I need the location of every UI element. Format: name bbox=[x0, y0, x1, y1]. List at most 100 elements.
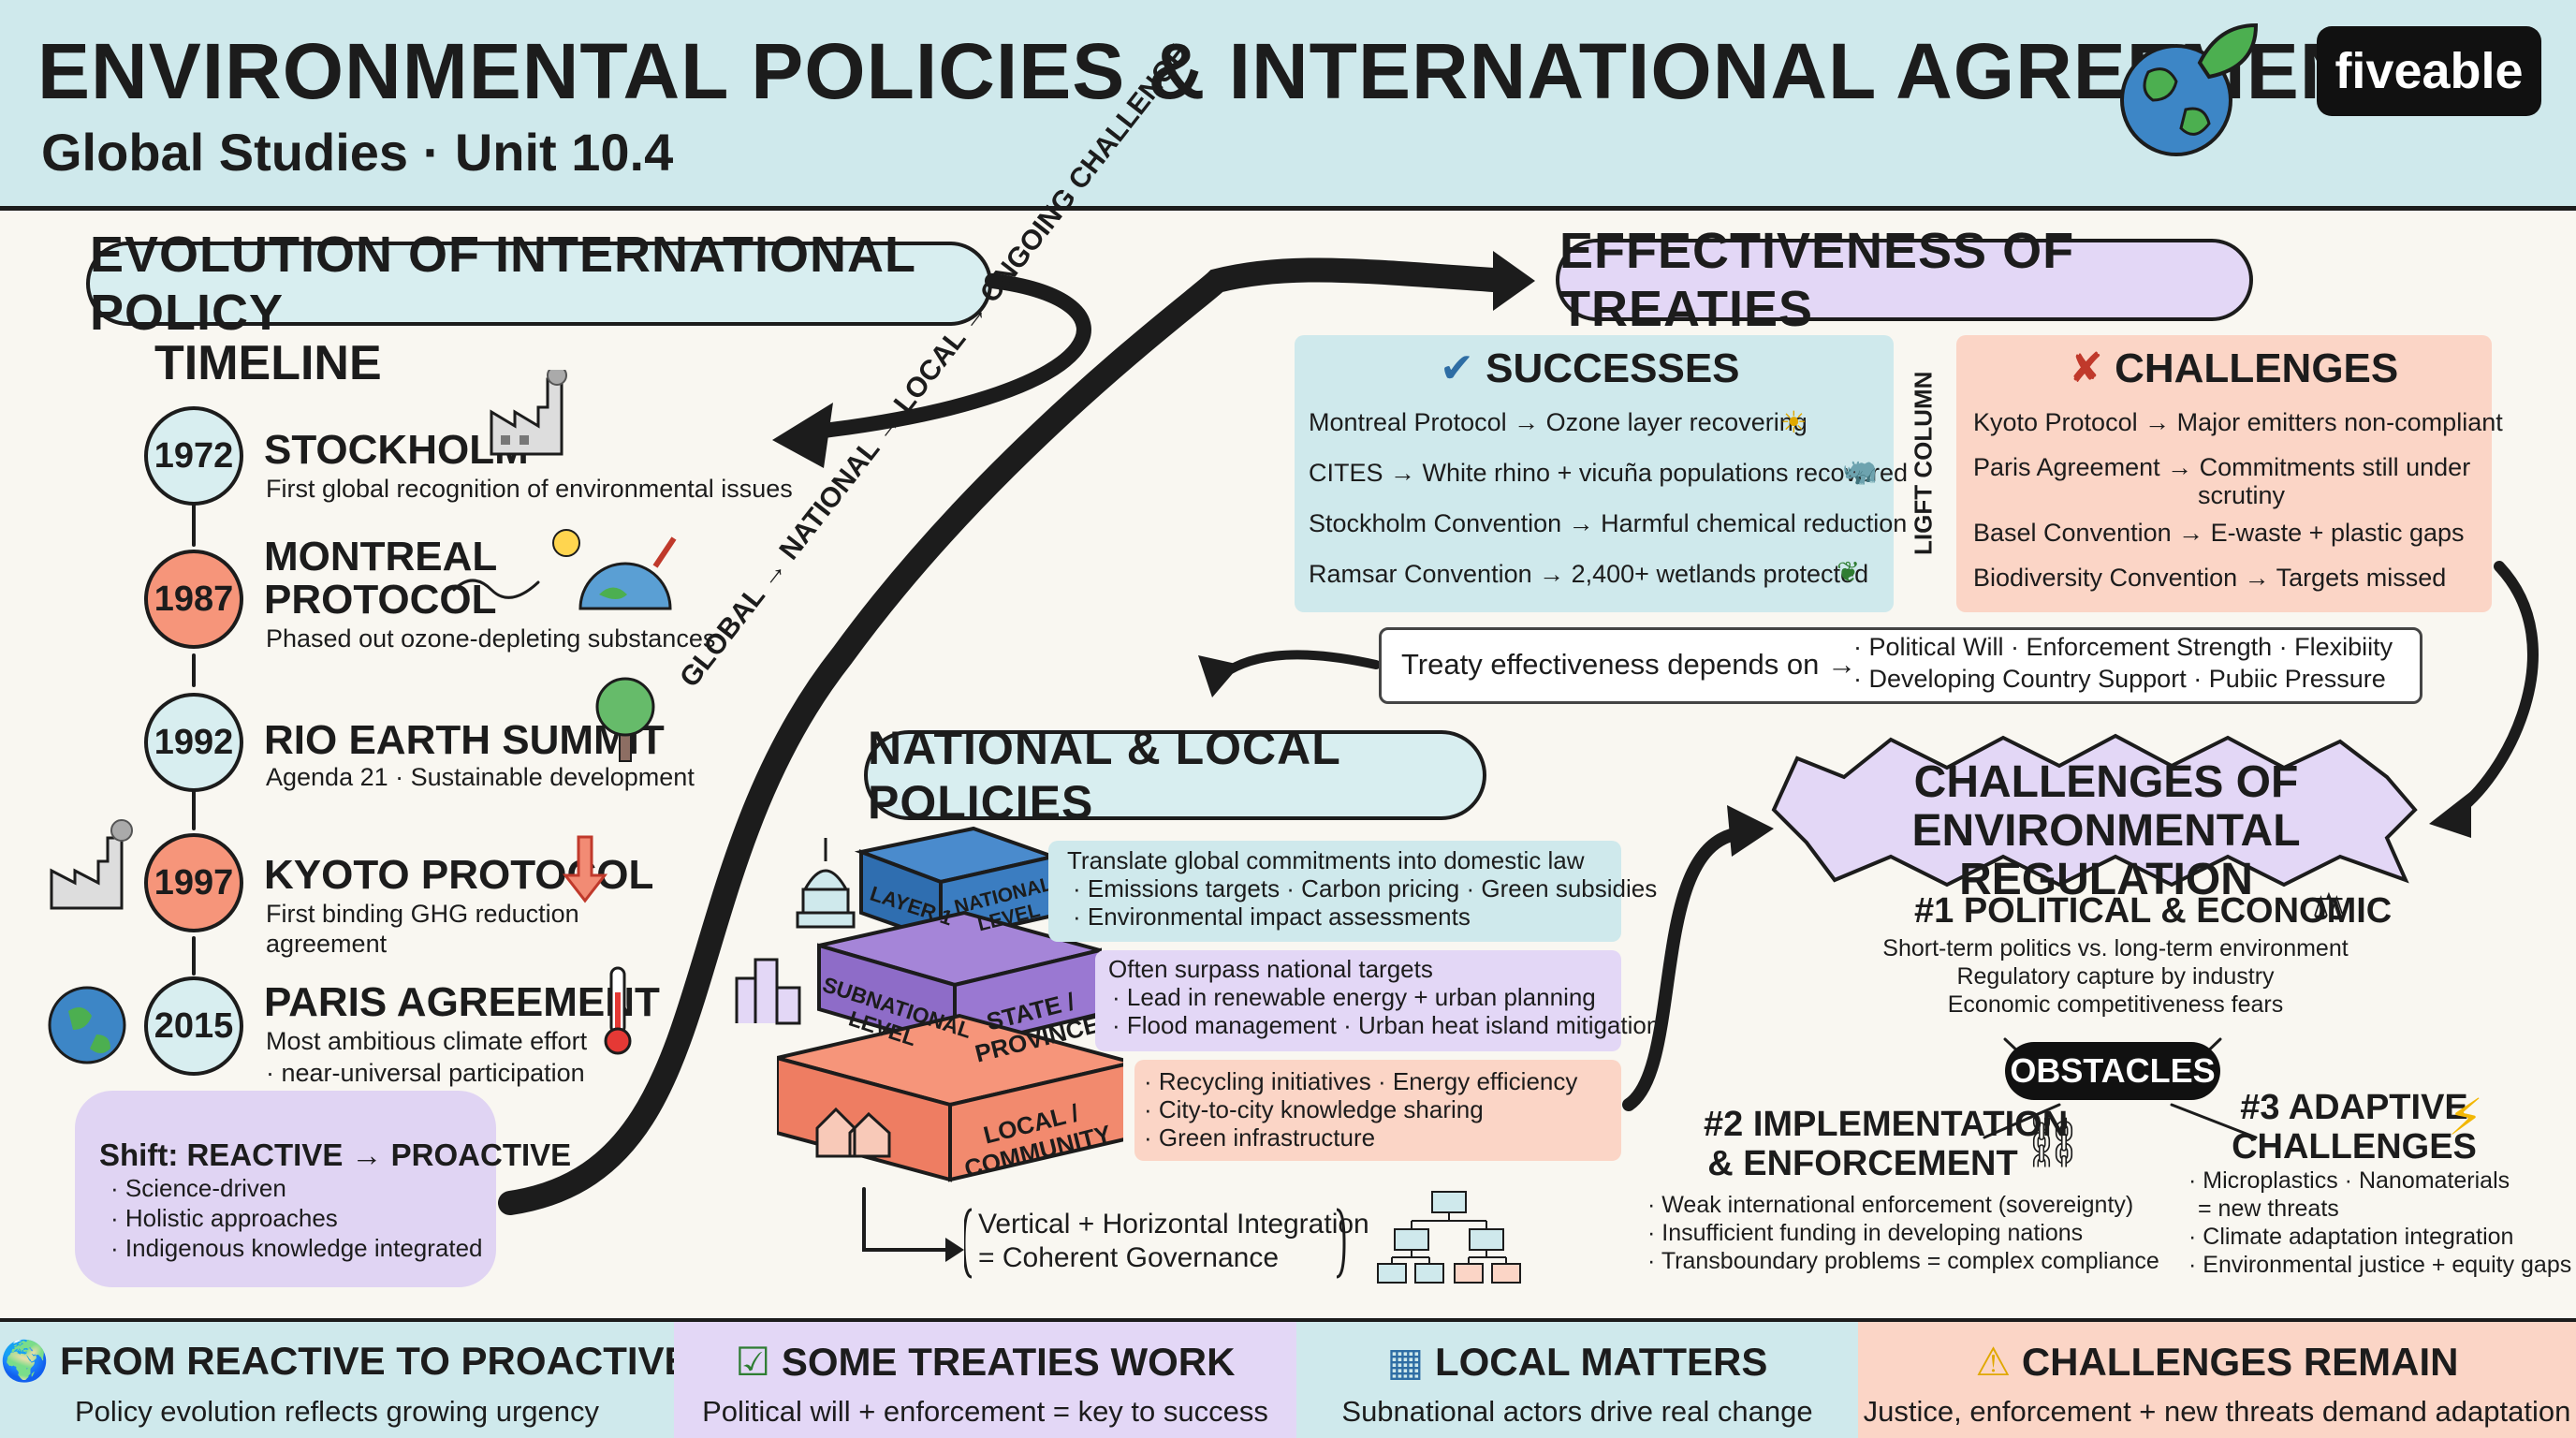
regulation-heading-2: ENVIRONMENTAL REGULATION bbox=[1911, 806, 2301, 904]
tier-local-line: · Recycling initiatives · Energy efficie… bbox=[1144, 1067, 1578, 1095]
year-badge-1997: 1997 bbox=[144, 833, 243, 932]
x-mark-icon: ✘ bbox=[2069, 345, 2103, 391]
success-item: Ramsar Convention → 2,400+ wetlands prot… bbox=[1309, 560, 1869, 588]
challenge-3-title-2: CHALLENGES bbox=[2232, 1127, 2477, 1167]
challenges-box bbox=[1956, 335, 2492, 612]
footer-panel-2: ☑ SOME TREATIES WORK Political will + en… bbox=[674, 1318, 1296, 1438]
challenge-3-item: · Microplastics · Nanomaterials bbox=[2188, 1167, 2510, 1194]
footer-title-3: ▦ LOCAL MATTERS bbox=[1296, 1339, 1858, 1385]
buildings-icon: ▦ bbox=[1386, 1340, 1425, 1384]
sun-icon: ☀ bbox=[1780, 405, 1808, 439]
shift-item: · Science-driven bbox=[110, 1174, 286, 1202]
integration-line-2: = Coherent Governance bbox=[978, 1242, 1280, 1273]
shift-title: Shift: REACTIVE → PROACTIVE bbox=[99, 1137, 572, 1172]
checkmark-icon: ✔ bbox=[1440, 345, 1474, 391]
event-title-paris: PARIS AGREEMENT bbox=[264, 979, 660, 1025]
challenge-1-item: Short-term politics vs. long-term enviro… bbox=[1882, 935, 2349, 961]
successes-title-text: SUCCESSES bbox=[1486, 345, 1740, 391]
check-box-icon: ☑ bbox=[735, 1340, 771, 1384]
challenge-2-item: · Insufficient funding in developing nat… bbox=[1647, 1220, 2084, 1246]
event-desc-paris-1: Most ambitious climate effort bbox=[266, 1027, 588, 1055]
footer-sub-4: Justice, enforcement + new threats deman… bbox=[1863, 1395, 2571, 1428]
tier-national-line: · Emissions targets · Carbon pricing · G… bbox=[1073, 874, 1658, 902]
houses-icon bbox=[815, 1107, 891, 1158]
footer-title-2-text: SOME TREATIES WORK bbox=[781, 1340, 1236, 1384]
factory-icon bbox=[490, 370, 567, 456]
challenge-item: Biodiversity Convention → Targets missed bbox=[1973, 564, 2447, 592]
down-arrow-icon bbox=[562, 835, 608, 903]
footer-panel-1: 🌍 FROM REACTIVE TO PROACTIVE Policy evol… bbox=[0, 1318, 691, 1438]
chain-icon: ⛓ bbox=[2022, 1116, 2085, 1170]
year-badge-2015: 2015 bbox=[144, 976, 243, 1076]
challenge-2-title-2: & ENFORCEMENT bbox=[1707, 1144, 2018, 1183]
globe-icon: 🌍 bbox=[0, 1339, 50, 1383]
ozone-globe-icon bbox=[552, 529, 677, 610]
lightning-icon: ⚡ bbox=[2448, 1090, 2483, 1146]
hierarchy-icon bbox=[1377, 1191, 1521, 1284]
effectiveness-heading: EFFECTIVENESS OF TREATIES bbox=[1556, 223, 2253, 337]
tree-icon bbox=[595, 677, 655, 762]
footer-title-1-text: FROM REACTIVE TO PROACTIVE bbox=[59, 1339, 691, 1383]
successes-box bbox=[1295, 335, 1894, 612]
shift-callout bbox=[75, 1091, 496, 1287]
depends-label: Treaty effectiveness depends on → bbox=[1401, 648, 1856, 681]
year-badge-1992: 1992 bbox=[144, 693, 243, 792]
plant-icon: ❦ bbox=[1837, 557, 1861, 588]
page-subtitle: Global Studies · Unit 10.4 bbox=[41, 123, 674, 182]
regulation-burst bbox=[1771, 733, 2418, 888]
tier-sub-line: · Flood management · Urban heat island m… bbox=[1112, 1011, 1661, 1039]
challenge-2-item: · Weak international enforcement (sovere… bbox=[1647, 1192, 2134, 1218]
challenges-title: ✘ CHALLENGES bbox=[2069, 345, 2398, 392]
regulation-heading-1: CHALLENGES OF bbox=[1913, 757, 2299, 807]
org-chart-icon bbox=[964, 1208, 1346, 1279]
tier-national-line: Translate global commitments into domest… bbox=[1067, 846, 1585, 874]
success-item: Montreal Protocol → Ozone layer recoveri… bbox=[1309, 408, 1808, 436]
tier-sub-line: · Lead in renewable energy + urban plann… bbox=[1112, 983, 1596, 1011]
footer-title-3-text: LOCAL MATTERS bbox=[1434, 1340, 1768, 1384]
event-desc-rio: Agenda 21 · Sustainable development bbox=[266, 763, 695, 791]
footer-title-2: ☑ SOME TREATIES WORK bbox=[674, 1339, 1296, 1385]
footer-panel-4: ⚠ CHALLENGES REMAIN Justice, enforcement… bbox=[1858, 1318, 2576, 1438]
timeline-title: TIMELINE bbox=[154, 336, 382, 390]
footer-title-4-text: CHALLENGES REMAIN bbox=[2021, 1340, 2459, 1384]
tier-national-line: · Environmental impact assessments bbox=[1073, 902, 1471, 931]
challenge-item: Paris Agreement → Commitments still unde… bbox=[1973, 453, 2471, 481]
footer-title-4: ⚠ CHALLENGES REMAIN bbox=[1858, 1339, 2576, 1385]
shift-item: · Holistic approaches bbox=[110, 1204, 338, 1232]
tier-box-national bbox=[1048, 841, 1621, 942]
globe-leaf-icon bbox=[2120, 22, 2259, 156]
capitol-icon bbox=[796, 838, 856, 929]
tier-box-subnational bbox=[1095, 950, 1621, 1051]
challenge-1-item: Regulatory capture by industry bbox=[1956, 963, 2275, 990]
depends-list-1: · Political Will · Enforcement Strength … bbox=[1853, 633, 2393, 661]
depends-list-2: · Developing Country Support · Pubiic Pr… bbox=[1853, 665, 2386, 693]
brand-logo: fiveable bbox=[2317, 26, 2541, 116]
year-badge-1972: 1972 bbox=[144, 406, 243, 506]
event-desc-paris-2: · near-universal participation bbox=[266, 1059, 585, 1087]
event-title-stockholm: STOCKHOLM bbox=[264, 427, 529, 473]
event-desc-kyoto-2: agreement bbox=[266, 930, 388, 958]
event-title-montreal-1: MONTREAL bbox=[264, 534, 498, 580]
challenge-3-item: · Climate adaptation integration bbox=[2188, 1224, 2514, 1250]
integration-line-1: Vertical + Horizontal Integration bbox=[978, 1209, 1369, 1240]
obstacles-badge: OBSTACLES bbox=[2005, 1042, 2220, 1100]
tier-local-line: · Green infrastructure bbox=[1144, 1123, 1376, 1152]
thermometer-icon bbox=[604, 966, 632, 1055]
challenges-title-text: CHALLENGES bbox=[2115, 345, 2399, 391]
challenge-3-title-1: #3 ADAPTIVE bbox=[2240, 1088, 2468, 1127]
event-desc-kyoto-1: First binding GHG reduction bbox=[266, 900, 579, 928]
year-badge-1987: 1987 bbox=[144, 550, 243, 649]
challenge-item: Basel Convention → E-waste + plastic gap… bbox=[1973, 519, 2465, 547]
success-item: Stockholm Convention → Harmful chemical … bbox=[1309, 509, 1908, 537]
footer-sub-3: Subnational actors drive real change bbox=[1341, 1395, 1813, 1428]
column-label: LIGFT COLUMN bbox=[1909, 371, 1938, 556]
event-desc-stockholm: First global recognition of environmenta… bbox=[266, 475, 793, 503]
rhino-icon: 🦏 bbox=[1842, 456, 1878, 487]
footer-sub-2: Political will + enforcement = key to su… bbox=[702, 1395, 1268, 1428]
footer-sub-1: Policy evolution reflects growing urgenc… bbox=[75, 1395, 599, 1428]
success-item: CITES → White rhino + vicuña populations… bbox=[1309, 459, 1909, 487]
event-desc-montreal: Phased out ozone-depleting substances bbox=[266, 624, 716, 653]
challenge-1-title: #1 POLITICAL & ECONOMIC bbox=[1914, 891, 2393, 931]
challenge-2-title: #2 IMPLEMENTATION & ENFORCEMENT bbox=[1704, 1105, 2068, 1183]
page-title: ENVIRONMENTAL POLICIES & INTERNATIONAL A… bbox=[37, 27, 2460, 115]
